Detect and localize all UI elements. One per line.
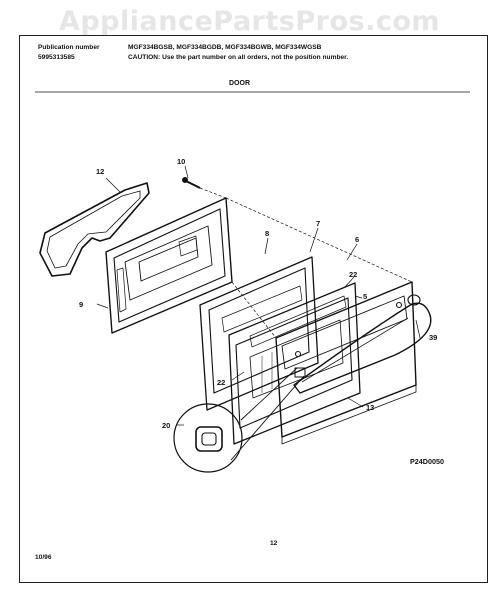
door-gasket-part — [39, 182, 150, 277]
callout-panel-8: 8 — [265, 229, 270, 238]
window-pack-part — [228, 282, 361, 445]
footer-date: 10/96 — [35, 554, 52, 561]
diagram-code: P24D0050 — [410, 457, 444, 466]
door-panel-part — [199, 256, 319, 411]
publication-number: 5995313585 — [38, 54, 75, 61]
screw-part — [182, 177, 201, 189]
section-title: DOOR — [229, 80, 250, 87]
page-number: 12 — [270, 540, 278, 547]
callout-handle: 39 — [429, 333, 438, 342]
callout-22-lower: 22 — [217, 378, 226, 387]
watermark: AppliancePartsPros.com — [58, 6, 441, 37]
caution-note: CAUTION: Use the part number on all orde… — [128, 54, 349, 61]
door-handle-part — [293, 294, 432, 394]
callout-door-panel: 7 — [316, 219, 321, 228]
leader-lines — [96, 165, 421, 426]
model-list: MGF334BGSB, MGF334BGDB, MGF334BGWB, MGF3… — [128, 44, 322, 51]
callout-window-pack: 6 — [355, 235, 360, 244]
publication-label: Publication number — [38, 44, 100, 51]
callout-5: 5 — [363, 292, 368, 301]
inner-door-frame-part — [105, 197, 233, 334]
callout-frame: 9 — [79, 300, 84, 309]
callout-screw: 10 — [177, 157, 186, 166]
callout-22-upper: 22 — [349, 270, 358, 279]
callout-spacer: 20 — [162, 421, 171, 430]
parts-sheet — [19, 35, 488, 583]
callout-gasket: 12 — [96, 167, 105, 176]
assembly-guides — [199, 187, 413, 339]
callout-outer-door: 13 — [366, 403, 375, 412]
spacer-part — [173, 367, 306, 473]
